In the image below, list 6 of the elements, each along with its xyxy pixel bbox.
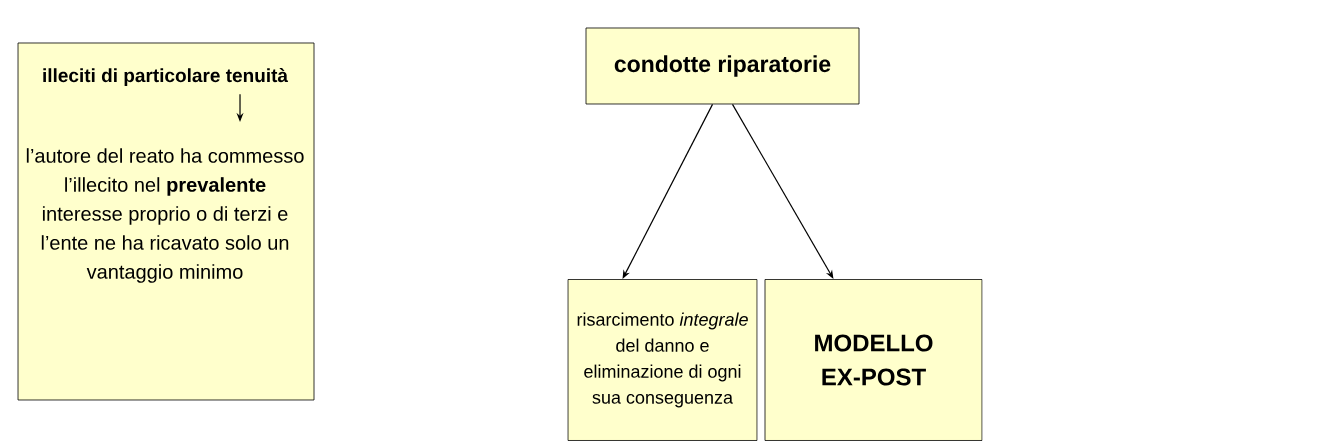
content-box: risarcimento integrale del danno e eliminazione di ogni sua conseguenza [567,279,758,441]
heading-text: illeciti di particolare tenuità [43,68,289,86]
title-box: condotte riparatorie [585,27,860,105]
content-box: MODELLO EX-POST [764,279,983,441]
card-background [17,42,315,401]
body-text: l’autore del reato ha commesso l’illecito nel prevalente interesse proprio o di terzi e l’ente ne ha ricavato solo un vantaggio minimo [26,148,304,283]
